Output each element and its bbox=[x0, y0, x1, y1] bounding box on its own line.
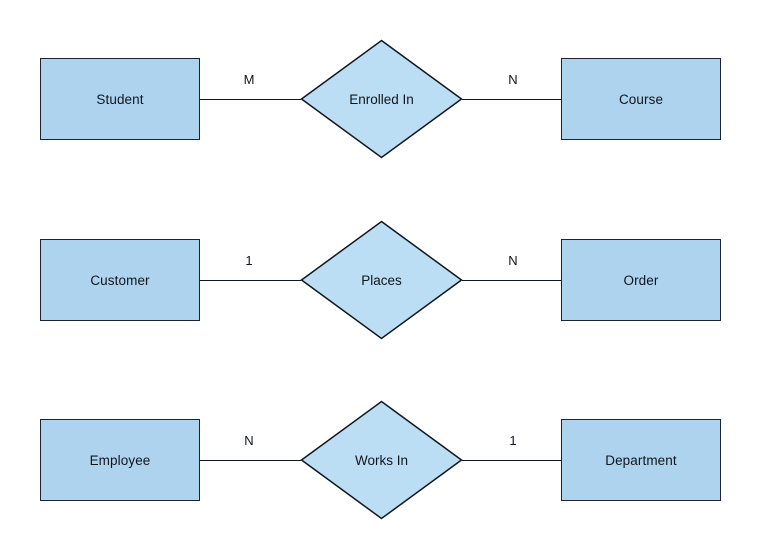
entity-label: Order bbox=[623, 272, 659, 288]
entity-customer[interactable]: Customer bbox=[40, 239, 200, 321]
entity-order[interactable]: Order bbox=[561, 239, 721, 321]
entity-label: Customer bbox=[90, 272, 150, 288]
connector-line-left bbox=[200, 460, 301, 461]
connector-line-right bbox=[462, 99, 562, 100]
diamond-shape-icon bbox=[300, 220, 463, 340]
entity-department[interactable]: Department bbox=[561, 419, 721, 501]
diamond-shape-icon bbox=[300, 39, 463, 159]
er-relationship-row: Customer 1 Places N Order bbox=[0, 219, 761, 359]
entity-label: Department bbox=[605, 452, 677, 468]
cardinality-label-right: N bbox=[508, 253, 518, 268]
connector-line-left bbox=[200, 99, 301, 100]
connector-line-right bbox=[462, 280, 562, 281]
relationship-enrolled-in[interactable]: Enrolled In bbox=[300, 39, 463, 159]
er-relationship-row: Student M Enrolled In N Course bbox=[0, 38, 761, 178]
entity-label: Course bbox=[618, 91, 664, 107]
connector-line-left bbox=[200, 280, 301, 281]
entity-label: Employee bbox=[89, 452, 151, 468]
cardinality-label-left: N bbox=[244, 433, 254, 448]
entity-student[interactable]: Student bbox=[40, 58, 200, 140]
entity-course[interactable]: Course bbox=[561, 58, 721, 140]
relationship-works-in[interactable]: Works In bbox=[300, 400, 463, 520]
cardinality-label-left: 1 bbox=[245, 253, 253, 268]
diamond-shape-icon bbox=[300, 400, 463, 520]
cardinality-label-left: M bbox=[243, 72, 255, 87]
cardinality-label-right: N bbox=[508, 72, 518, 87]
connector-line-right bbox=[462, 460, 562, 461]
cardinality-label-right: 1 bbox=[509, 433, 517, 448]
entity-label: Student bbox=[96, 91, 144, 107]
entity-employee[interactable]: Employee bbox=[40, 419, 200, 501]
er-relationship-row: Employee N Works In 1 Department bbox=[0, 399, 761, 539]
relationship-places[interactable]: Places bbox=[300, 220, 463, 340]
